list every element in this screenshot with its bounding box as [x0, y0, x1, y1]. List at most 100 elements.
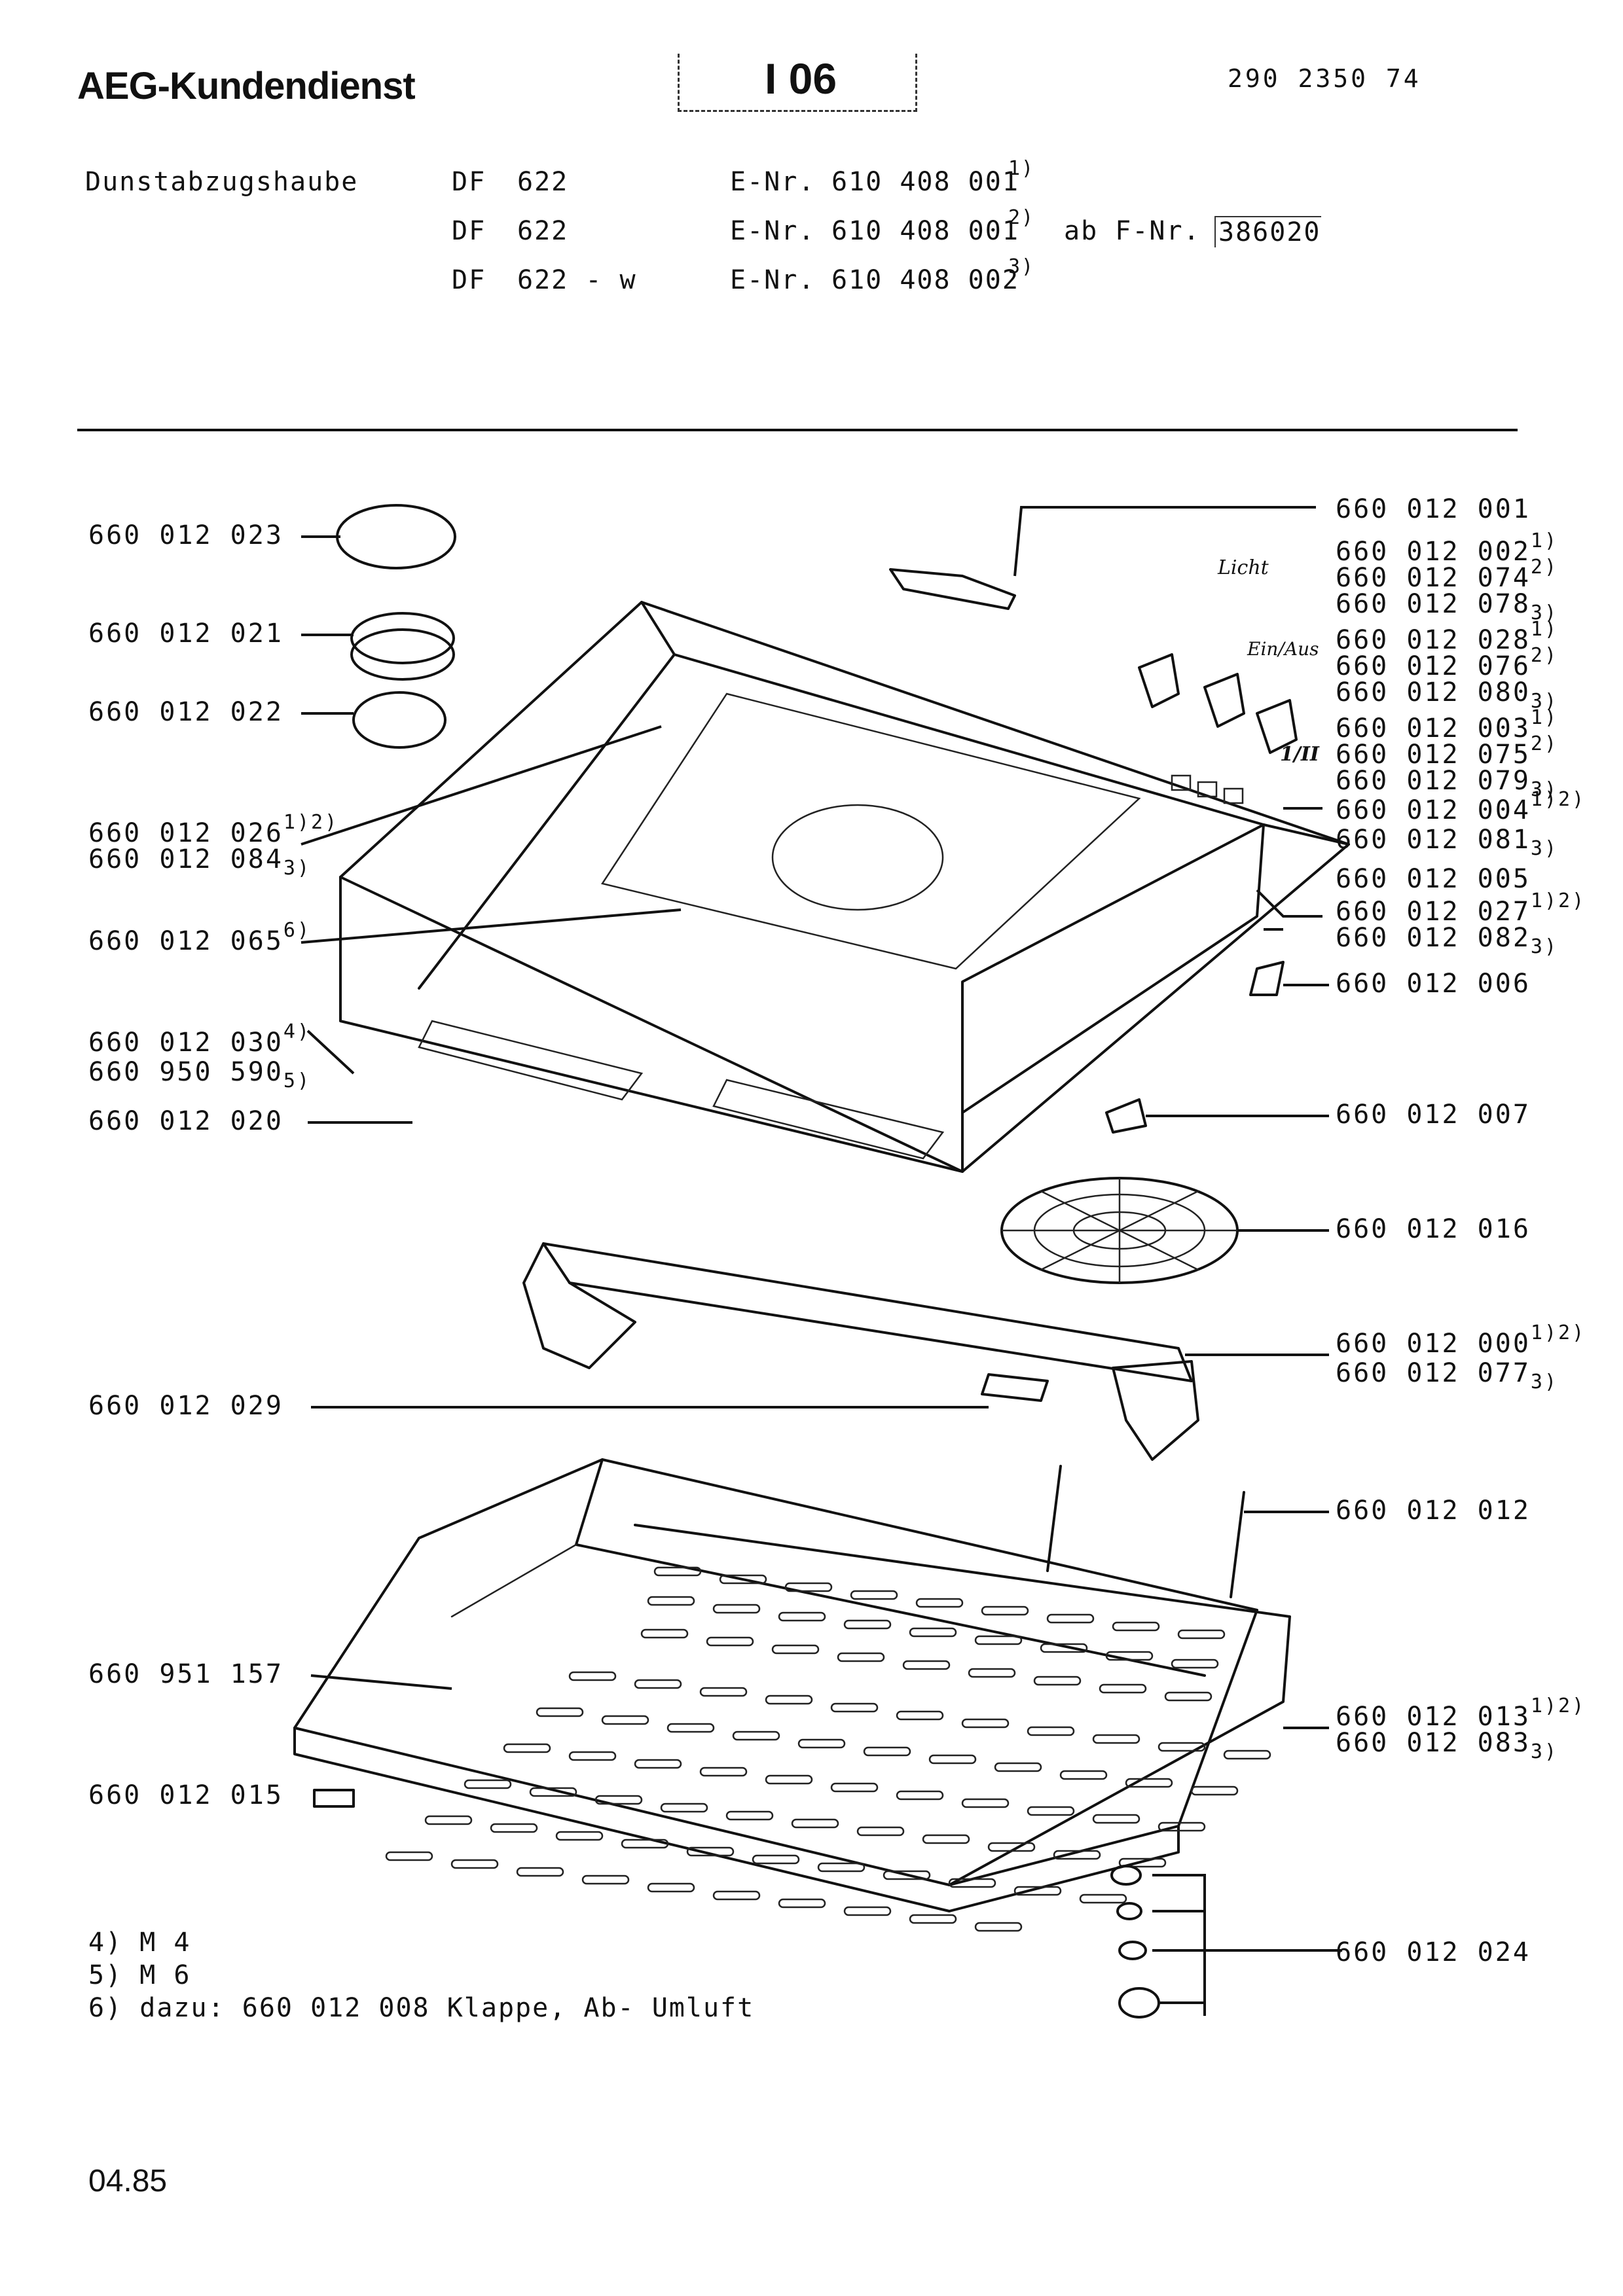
filter-slot	[568, 1671, 617, 1681]
part-number: 660 012 006	[1336, 969, 1531, 999]
filter-slot	[994, 1762, 1042, 1772]
filter-slot	[647, 1882, 695, 1893]
part-number: 660 951 157	[88, 1659, 283, 1689]
filter-slot	[830, 1702, 879, 1713]
filter-slot	[928, 1754, 977, 1765]
leader-line	[310, 1674, 452, 1690]
filter-slot	[1027, 1726, 1075, 1736]
filter-slot	[1040, 1643, 1088, 1653]
part-number-value: 660 012 028	[1336, 625, 1531, 655]
filter-slot	[843, 1619, 892, 1630]
model-number: 622	[517, 167, 569, 197]
part-number: 660 012 0281)	[1336, 618, 1558, 655]
footnote-ref: 1)2)	[1530, 1321, 1586, 1344]
part-number: 660 012 0833)	[1336, 1728, 1558, 1763]
filter-slot	[686, 1846, 735, 1857]
clip-part	[1249, 961, 1285, 996]
back-flap	[352, 691, 447, 749]
filter-slot	[1118, 1857, 1167, 1868]
part-number: 660 012 0783)	[1336, 589, 1558, 624]
part-number: 660 012 0656)	[88, 919, 311, 956]
footnote-ref: 2)	[1530, 556, 1559, 579]
part-number: 660 012 0261)2)	[88, 811, 338, 848]
filter-slot	[778, 1898, 826, 1909]
filter-slot	[1092, 1734, 1140, 1744]
part-number: 660 012 0304)	[88, 1020, 311, 1058]
part-number-value: 660 012 002	[1336, 537, 1531, 567]
part-number-value: 660 012 077	[1336, 1358, 1531, 1388]
filter-slot	[863, 1746, 911, 1757]
filter-slot	[1125, 1778, 1173, 1788]
filter-slot	[653, 1566, 702, 1577]
light-switch	[1138, 653, 1180, 708]
filter-slot	[981, 1605, 1029, 1616]
filter-slot	[490, 1823, 538, 1833]
filter-slot	[601, 1715, 649, 1725]
part-number-value: 660 012 076	[1336, 651, 1531, 681]
part-number-value: 660 012 079	[1336, 766, 1531, 796]
filter-slot	[568, 1751, 617, 1761]
filter-slot	[1013, 1886, 1062, 1896]
brand-title: AEG-Kundendienst	[77, 65, 416, 107]
filter-slot	[706, 1636, 754, 1647]
filter-slot	[896, 1710, 944, 1721]
model-type: DF	[452, 265, 486, 295]
hood-housing	[339, 601, 1350, 1173]
filter-slot	[536, 1707, 584, 1717]
footnote-ref: 1)2)	[283, 811, 339, 834]
filter-slot	[902, 1660, 951, 1670]
part-number: 660 012 0823)	[1336, 923, 1558, 958]
filter-slot	[961, 1718, 1010, 1729]
filter-slot	[1177, 1629, 1226, 1640]
footnote: 4) M 4	[88, 1928, 191, 1958]
filter-slot	[1164, 1691, 1213, 1702]
filter-slot	[1223, 1749, 1271, 1760]
filter-slot	[797, 1738, 846, 1749]
e-label: E-Nr.	[730, 216, 816, 246]
part-number: 660 950 5905)	[88, 1057, 311, 1092]
footnote-ref: 3)	[1530, 1371, 1559, 1393]
filter-slot	[896, 1790, 944, 1801]
filter-slot	[830, 1782, 879, 1793]
e-label: E-Nr.	[730, 265, 816, 295]
filter-slot	[968, 1668, 1016, 1678]
part-number: 660 012 0131)2)	[1336, 1695, 1586, 1732]
part-number: 660 012 007	[1336, 1100, 1531, 1130]
part-number: 660 012 0803)	[1336, 677, 1558, 713]
model-type: DF	[452, 216, 486, 246]
part-number-value: 660 950 590	[88, 1057, 283, 1087]
filter-slot	[464, 1779, 512, 1789]
hood-motor-opening	[771, 804, 944, 911]
filter-slot	[1027, 1806, 1075, 1816]
filter-slot	[725, 1810, 774, 1821]
part-number: 660 012 0793)	[1336, 766, 1558, 801]
part-number: 660 012 024	[1336, 1937, 1531, 1967]
filter-slot	[719, 1574, 767, 1585]
part-number: 660 012 001	[1336, 494, 1531, 524]
footnote-marker: 3)	[1008, 255, 1035, 278]
filter-slot	[1158, 1742, 1206, 1752]
filter-slot	[581, 1874, 630, 1885]
serial-number: 386020	[1214, 216, 1321, 247]
lamp-bulb	[981, 1373, 1049, 1402]
part-number: 660 012 005	[1336, 864, 1531, 894]
lamp-holder	[889, 568, 1016, 610]
part-number-value: 660 012 026	[88, 818, 283, 848]
filter-rod	[1230, 1491, 1245, 1598]
on-off-switch	[1203, 673, 1245, 728]
part-number: 660 012 022	[88, 697, 283, 727]
footnote-ref: 3)	[1530, 837, 1559, 860]
footnote-ref: 3)	[1530, 1740, 1559, 1763]
appliance-name: Dunstabzugshaube	[85, 167, 359, 197]
from-serial-label: ab F-Nr.	[1064, 216, 1201, 246]
label-licht: Licht	[1218, 556, 1269, 579]
filter-slot	[752, 1854, 800, 1865]
filter-slot	[1158, 1821, 1206, 1832]
filter-slot	[1112, 1621, 1160, 1632]
part-number: 660 012 012	[1336, 1496, 1531, 1526]
filter-clip	[313, 1789, 355, 1808]
bracket-part	[1105, 1098, 1147, 1134]
filter-slot	[974, 1922, 1023, 1932]
part-number-value: 660 012 003	[1336, 713, 1531, 744]
